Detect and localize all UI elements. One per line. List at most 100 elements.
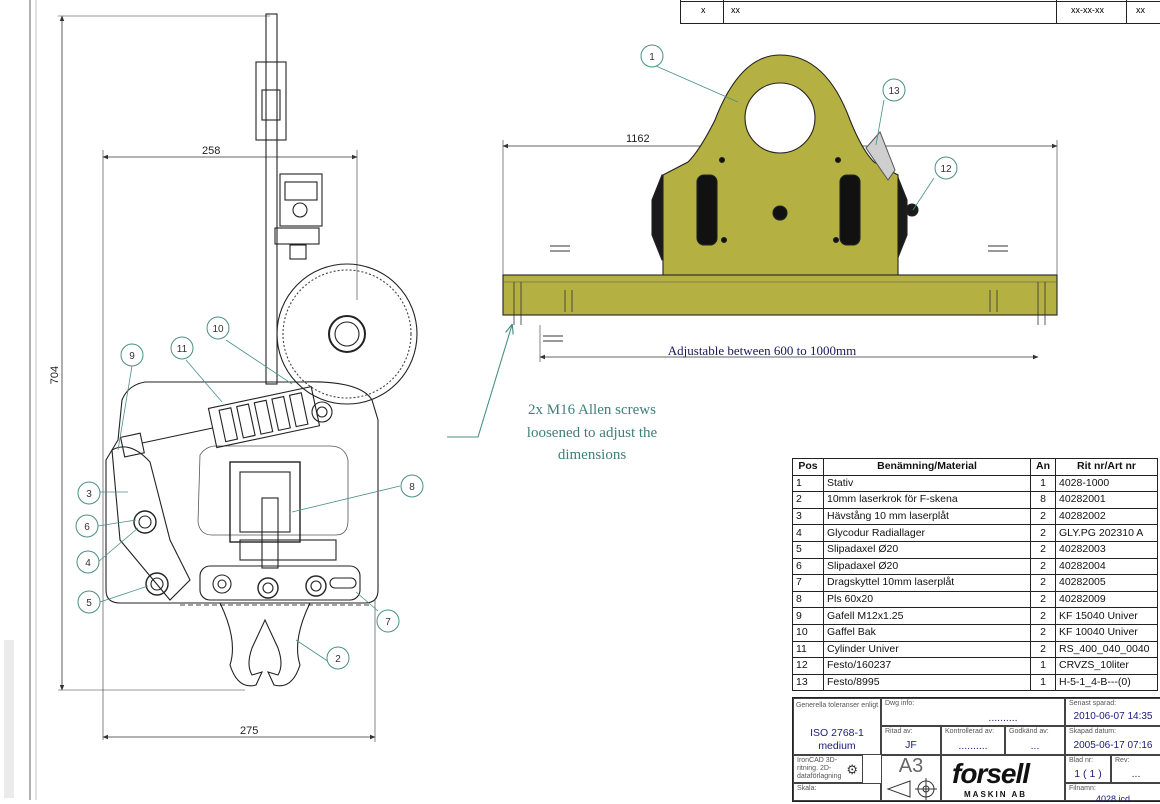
pos-cell: 6 bbox=[792, 557, 824, 576]
pos-cell: 1 bbox=[792, 474, 824, 493]
artnr-cell: 40282003 bbox=[1055, 540, 1158, 559]
callout-number: 9 bbox=[129, 351, 135, 362]
qty-cell: 1 bbox=[1030, 673, 1056, 692]
parts-list-table: Pos Benämning/Material An Rit nr/Art nr … bbox=[792, 458, 1158, 692]
bearing-4 bbox=[133, 510, 157, 534]
kontrollerad-value: .......... bbox=[958, 740, 988, 752]
name-cell: Pls 60x20 bbox=[823, 590, 1031, 609]
callout-balloon-6: 6 bbox=[75, 514, 99, 538]
callout-number: 4 bbox=[85, 558, 91, 569]
callout-balloon-1: 1 bbox=[640, 44, 664, 68]
name-cell: Glycodur Radiallager bbox=[823, 524, 1031, 542]
callout-balloon-13: 13 bbox=[882, 78, 906, 102]
saved-cell: Senast sparad: 2010-06-07 14:35 bbox=[1065, 698, 1160, 726]
pos-cell: 10 bbox=[792, 623, 824, 642]
drive-wheel bbox=[276, 263, 418, 405]
callout-balloon-5: 5 bbox=[77, 590, 101, 614]
artnr-cell: 40282009 bbox=[1055, 590, 1158, 609]
dim-704-label: 704 bbox=[49, 366, 61, 384]
rev-sign: xx bbox=[1136, 5, 1145, 15]
pos-cell: 7 bbox=[792, 574, 824, 592]
format-cell: A3 bbox=[881, 755, 941, 801]
cylinder bbox=[119, 385, 321, 458]
callout-number: 5 bbox=[86, 598, 92, 609]
callout-balloon-9: 9 bbox=[120, 343, 144, 367]
name-cell: Gafell M12x1.25 bbox=[823, 607, 1031, 625]
callout-balloon-2: 2 bbox=[326, 646, 350, 670]
artnr-cell: 4028-1000 bbox=[1055, 474, 1158, 493]
qty-cell: 2 bbox=[1030, 524, 1056, 542]
filename-label: Filnamn: bbox=[1069, 785, 1096, 792]
qty-cell: 8 bbox=[1030, 491, 1056, 509]
dwg-info-cell: Dwg info: .......... bbox=[881, 698, 1065, 726]
tolerance-cell: Generella toleranser enligt ISO 2768-1 m… bbox=[793, 698, 881, 755]
pos-cell: 11 bbox=[792, 640, 824, 659]
callout-number: 6 bbox=[84, 522, 90, 533]
name-cell: 10mm laserkrok för F-skena bbox=[823, 491, 1031, 509]
cylinder-pivot bbox=[311, 401, 333, 423]
artnr-cell: KF 10040 Univer bbox=[1055, 623, 1158, 642]
bracket-8 bbox=[229, 461, 301, 543]
laser-hook bbox=[219, 602, 311, 687]
slot-right bbox=[839, 174, 861, 246]
artnr-cell: 40282002 bbox=[1055, 507, 1158, 526]
callout-number: 8 bbox=[409, 482, 415, 493]
note-line-1: 2x M16 Allen screws bbox=[528, 402, 656, 418]
name-cell: Slipadaxel Ø20 bbox=[823, 540, 1031, 559]
artnr-cell: KF 15040 Univer bbox=[1055, 607, 1158, 625]
rail-block bbox=[255, 61, 287, 141]
col-qty: An bbox=[1030, 458, 1056, 476]
title-block: Generella toleranser enligt ISO 2768-1 m… bbox=[792, 697, 1160, 804]
revision-strip: x xx xx-xx-xx xx bbox=[680, 0, 1160, 24]
stand-part-1 bbox=[662, 54, 899, 276]
qty-cell: 2 bbox=[1030, 640, 1056, 659]
dim-1162-label: 1162 bbox=[626, 133, 650, 145]
callout-balloon-12: 12 bbox=[934, 156, 958, 180]
ritad-label: Ritad av: bbox=[885, 728, 913, 735]
pos-cell: 4 bbox=[792, 524, 824, 542]
cad-note-cell: IronCAD 3D-ritning. 2D-dataförlagning ⚙ bbox=[793, 755, 863, 783]
pos-cell: 12 bbox=[792, 657, 824, 675]
saved-value: 2010-06-07 14:35 bbox=[1073, 711, 1153, 722]
col-artnr: Rit nr/Art nr bbox=[1055, 458, 1158, 476]
pos-cell: 8 bbox=[792, 590, 824, 609]
col-name: Benämning/Material bbox=[823, 458, 1031, 476]
axle-5 bbox=[145, 572, 169, 596]
pos-cell: 2 bbox=[792, 491, 824, 509]
artnr-cell: 40282005 bbox=[1055, 574, 1158, 592]
rev-date: xx-xx-xx bbox=[1071, 5, 1104, 15]
callout-number: 3 bbox=[86, 489, 92, 500]
rev-text: xx bbox=[731, 5, 740, 15]
ritad-cell: Ritad av: JF bbox=[881, 726, 941, 755]
rev-value: ... bbox=[1131, 768, 1141, 780]
dim-275-label: 275 bbox=[240, 725, 258, 737]
margin-text-block bbox=[4, 640, 14, 798]
callout-number: 2 bbox=[335, 654, 341, 665]
main-body bbox=[105, 381, 379, 604]
dim-adjustable-label: Adjustable between 600 to 1000mm bbox=[668, 343, 856, 358]
col-pos: Pos bbox=[792, 458, 824, 476]
callout-number: 1 bbox=[649, 52, 655, 63]
note-line-2: loosened to adjust the bbox=[527, 425, 658, 441]
lever-arm bbox=[111, 446, 191, 601]
callout-balloon-11: 11 bbox=[170, 336, 194, 360]
ritad-value: JF bbox=[905, 739, 917, 751]
cad-note: IronCAD 3D-ritning. 2D-dataförlagning bbox=[797, 757, 842, 780]
qty-cell: 2 bbox=[1030, 623, 1056, 642]
sheet-format: A3 bbox=[898, 755, 924, 777]
created-cell: Skapad datum: 2005-06-17 07:16 bbox=[1065, 726, 1160, 755]
artnr-cell: GLY.PG 202310 A bbox=[1055, 524, 1158, 542]
tolerance-label: Generella toleranser enligt bbox=[795, 702, 879, 709]
callout-number: 7 bbox=[385, 617, 391, 628]
callout-number: 12 bbox=[940, 164, 952, 175]
